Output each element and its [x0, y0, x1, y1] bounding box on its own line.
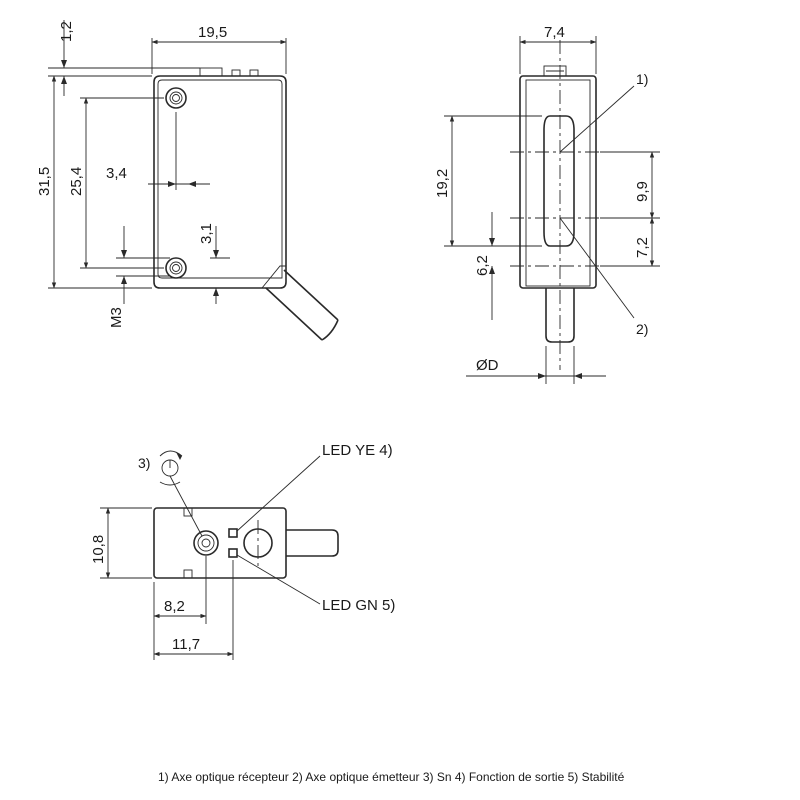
dim-lower-axis-offset: 7,2	[634, 237, 651, 258]
led-ye	[228, 528, 238, 538]
dim-cable-diameter: ØD	[476, 357, 499, 374]
dim-axis-spacing: 9,9	[634, 181, 651, 202]
callout-2: 2)	[636, 321, 648, 337]
led-ye-label: LED YE 4)	[322, 442, 393, 459]
side-housing-inner	[525, 79, 591, 287]
front-cable	[265, 269, 339, 341]
side-top-nub	[543, 65, 567, 77]
dim-bottom-offset: 6,2	[474, 255, 491, 276]
top-view: 3) LED YE 4) LED GN 5) 10,8 8,2 11,7	[90, 442, 395, 660]
dim-thread: M3	[108, 307, 125, 328]
front-view: 19,5 1,2 31,5 25,4 3,4 3,1 M3	[36, 20, 339, 341]
dim-led-offset-1: 8,2	[164, 598, 185, 615]
dim-led-offset-2: 11,7	[172, 636, 200, 653]
top-cable	[286, 529, 339, 557]
callout-1: 1)	[636, 71, 648, 87]
dim-body-height: 31,5	[36, 167, 53, 196]
front-mounting-hole-top	[165, 87, 187, 109]
front-housing-outline	[153, 75, 287, 289]
dim-side-width: 7,4	[544, 24, 565, 41]
side-view: 7,4 19,2 6,2 9,9 7,2 1) 2) ØD	[434, 24, 660, 384]
front-top-nub-2	[231, 69, 241, 77]
dim-body-width: 19,5	[198, 24, 227, 41]
led-gn	[228, 548, 238, 558]
led-gn-label: LED GN 5)	[322, 597, 395, 614]
side-housing-outline	[519, 75, 597, 289]
rotate-icon	[159, 450, 183, 486]
dim-hole-offset-x: 3,4	[106, 165, 127, 182]
front-mounting-hole-bottom	[165, 257, 187, 279]
dim-depth: 10,8	[90, 535, 107, 564]
front-top-nub-3	[249, 69, 259, 77]
dim-lens-height: 19,2	[434, 169, 451, 198]
front-cable-bevel	[261, 265, 286, 289]
callout-3: 3)	[138, 455, 150, 471]
dim-top-offset: 1,2	[58, 21, 75, 42]
top-housing-outline	[153, 507, 287, 579]
front-housing-inner-edge	[157, 79, 283, 279]
side-lens-window	[543, 115, 575, 247]
dim-hole-offset-y: 3,1	[198, 223, 215, 244]
front-top-nub	[199, 67, 223, 77]
dim-hole-spacing: 25,4	[68, 167, 85, 196]
legend-text: 1) Axe optique récepteur 2) Axe optique …	[158, 770, 625, 784]
sensitivity-potentiometer	[193, 530, 219, 556]
